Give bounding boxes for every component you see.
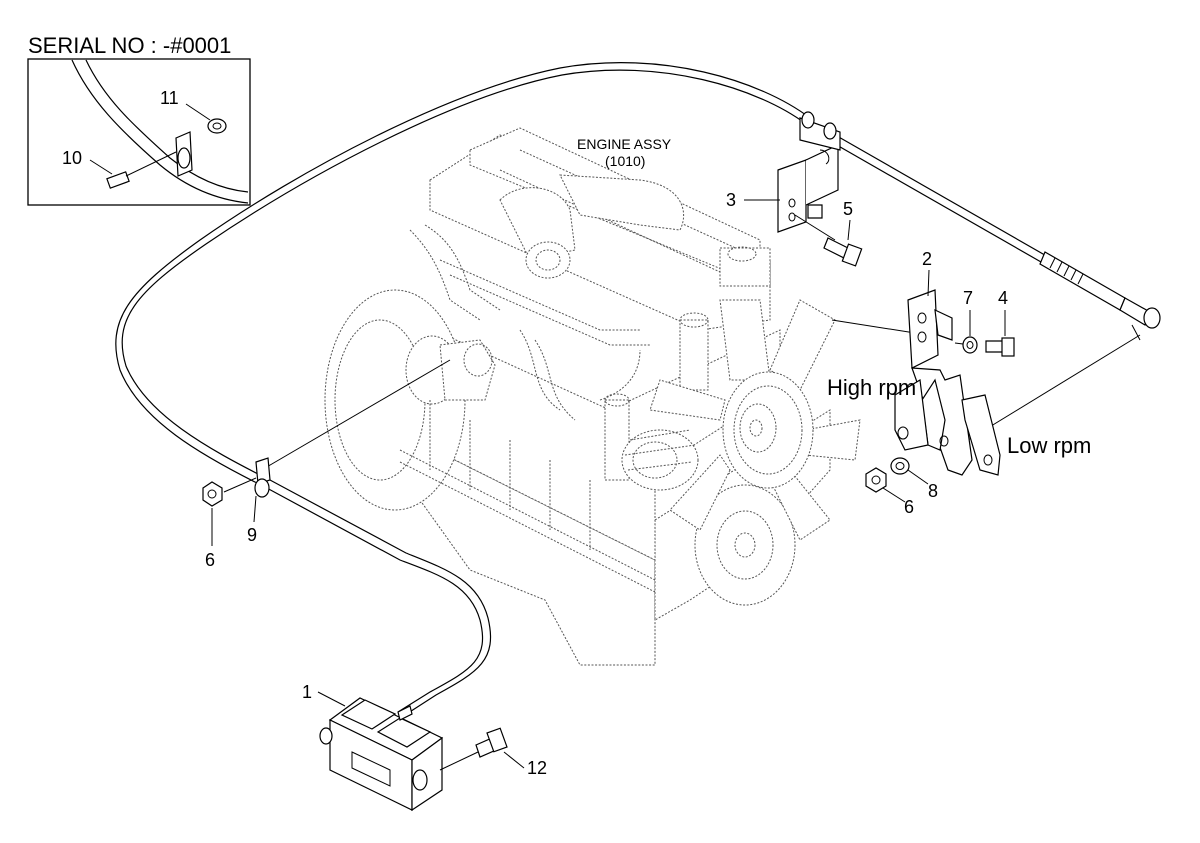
- washer-11: [207, 118, 227, 134]
- callout-3: 3: [726, 190, 736, 210]
- washer-7: [954, 336, 978, 354]
- throttle-cable: [115, 62, 1161, 716]
- engine-assy-code: (1010): [605, 153, 645, 169]
- bracket-3: [777, 111, 841, 241]
- nut-6-right: [865, 467, 887, 493]
- cooling-fan: [649, 299, 861, 541]
- bolt-5: [823, 237, 863, 267]
- callout-12: 12: [527, 758, 547, 778]
- low-rpm-label: Low rpm: [1007, 433, 1091, 458]
- bolt-10: [106, 151, 177, 189]
- callout-9: 9: [247, 525, 257, 545]
- bolt-12: [439, 727, 508, 771]
- serial-number-label: SERIAL NO : -#0001: [28, 33, 231, 58]
- callout-7: 7: [963, 288, 973, 308]
- callout-2: 2: [922, 249, 932, 269]
- engine-assy-title: ENGINE ASSY: [577, 136, 672, 152]
- washer-8: [890, 457, 910, 475]
- throttle-controller-1: [319, 697, 444, 812]
- callout-5: 5: [843, 199, 853, 219]
- callout-6-right: 6: [904, 497, 914, 517]
- callout-1: 1: [302, 682, 312, 702]
- clamp-9: [254, 457, 271, 498]
- callout-4: 4: [998, 288, 1008, 308]
- callout-6-left: 6: [205, 550, 215, 570]
- bolt-4: [985, 337, 1015, 357]
- callout-10: 10: [62, 148, 82, 168]
- callout-8: 8: [928, 481, 938, 501]
- callout-11: 11: [160, 88, 179, 108]
- lever-bracket-2: [894, 289, 1001, 476]
- nut-6-left: [202, 481, 223, 507]
- inset-box: [27, 58, 251, 206]
- high-rpm-label: High rpm: [827, 375, 916, 400]
